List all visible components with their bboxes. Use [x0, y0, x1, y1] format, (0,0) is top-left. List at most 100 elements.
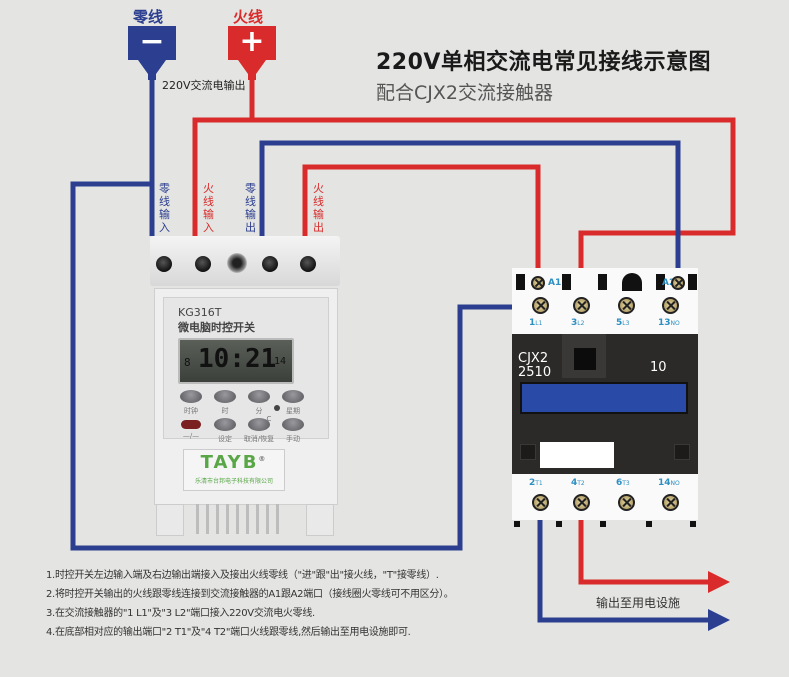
terminal-number: 3: [571, 318, 578, 328]
live-wire-to-timer-input: [192, 117, 252, 236]
contactor-tab: [516, 274, 525, 290]
contactor-model-name: CJX2: [518, 351, 549, 366]
brand-plate: TAYB® 乐清市台邦电子科技有限公司: [183, 449, 285, 491]
contactor-window: [574, 348, 596, 370]
switch-symbol-icon: —∕—: [182, 432, 200, 440]
vent-slot: [236, 504, 239, 534]
contactor-aux-code: 10: [650, 360, 667, 375]
contactor-mount-hole: [520, 444, 536, 460]
neutral-minus-icon: −: [128, 26, 176, 60]
timer-screw-terminal-4: [300, 256, 316, 272]
live-plus-icon: +: [228, 26, 276, 60]
contactor-tab: [646, 521, 652, 527]
manual-button[interactable]: [282, 418, 304, 431]
A1-terminal-screw-icon[interactable]: [531, 276, 545, 290]
NO14-terminal-label: 14NO: [658, 478, 680, 488]
lcd-time: 10:21: [198, 344, 277, 374]
contactor-tab: [598, 274, 607, 290]
timer-terminal-block: [150, 236, 340, 286]
timer-live-out-label: 火线输出: [313, 182, 324, 234]
L1-terminal-label: 1L1: [529, 318, 542, 328]
neutral-output-wire: [537, 505, 710, 623]
T1-terminal-screw-icon[interactable]: [532, 494, 549, 511]
timer-live-in-label: 火线输入: [203, 182, 214, 234]
A2-terminal-label: A2: [662, 278, 676, 288]
timer-name: 微电脑时控开关: [178, 321, 255, 334]
terminal-sub: T3: [622, 480, 630, 487]
company-name: 乐清市台邦电子科技有限公司: [194, 478, 273, 485]
minute-button[interactable]: [248, 390, 270, 403]
vent-slot: [266, 504, 269, 534]
instruction-note-3: 3.在交流接触器的"1 L1"及"3 L2"端口接入220V交流电火零线.: [46, 608, 315, 619]
terminal-number: 14: [658, 478, 671, 488]
set-button[interactable]: [214, 418, 236, 431]
output-to-equipment-label: 输出至用电设施: [596, 596, 681, 610]
week-button-label: 星期: [286, 407, 300, 415]
contactor-top-terminals: A1 A2 1L1 3L2 5L3 13NO: [512, 268, 698, 334]
clock-button[interactable]: [180, 390, 202, 403]
lcd-seconds: 14: [274, 356, 287, 367]
cancel-restore-button[interactable]: [248, 418, 270, 431]
contactor-tab: [562, 274, 571, 290]
diagram-subtitle: 配合CJX2交流接触器: [376, 82, 553, 104]
timer-vents: [194, 504, 284, 536]
contactor-rating: 2510: [518, 365, 552, 380]
neutral-wire-to-contactor-L1: [70, 181, 540, 551]
live-source-funnel: [238, 60, 266, 80]
timer-screw-terminal-1: [156, 256, 172, 272]
L1-terminal-screw-icon[interactable]: [532, 297, 549, 314]
minute-button-label: 分: [255, 407, 263, 415]
vent-slot: [196, 504, 199, 534]
L3-terminal-screw-icon[interactable]: [618, 297, 635, 314]
contactor-tab: [600, 521, 606, 527]
power-switch-indicator: [181, 420, 201, 429]
terminal-sub: L3: [622, 320, 630, 327]
terminal-sub: L2: [577, 320, 585, 327]
diagram-title: 220V单相交流电常见接线示意图: [376, 50, 711, 75]
neutral-wire-timer-out-to-A2: [259, 140, 681, 282]
A2-terminal-screw-icon[interactable]: [671, 276, 685, 290]
terminal-number: 5: [616, 318, 623, 328]
vent-slot: [246, 504, 249, 534]
hour-button[interactable]: [214, 390, 236, 403]
neutral-source-funnel: [138, 60, 166, 80]
contactor-blue-actuator: [520, 382, 688, 414]
A1-terminal-label: A1: [548, 278, 562, 288]
contactor-mount-hole: [674, 444, 690, 460]
contactor-tab: [514, 521, 520, 527]
NO14-terminal-screw-icon[interactable]: [662, 494, 679, 511]
T3-terminal-screw-icon[interactable]: [618, 494, 635, 511]
instruction-note-2: 2.将时控开关输出的火线跟零线连接到交流接触器的A1跟A2端口（接线圈火零线可不…: [46, 589, 454, 600]
contactor-bottom-tabs: [512, 521, 698, 527]
T3-terminal-label: 6T3: [616, 478, 630, 488]
L3-terminal-label: 5L3: [616, 318, 629, 328]
timer-lcd-display: 8 10:21 14: [178, 338, 294, 384]
contactor-tab: [556, 521, 562, 527]
live-output-arrowhead: [708, 571, 730, 593]
L2-terminal-label: 3L2: [571, 318, 584, 328]
NO13-terminal-screw-icon[interactable]: [662, 297, 679, 314]
timer-mount-foot-right: [306, 504, 334, 536]
week-button[interactable]: [282, 390, 304, 403]
terminal-number: 13: [658, 318, 671, 328]
timer-mount-foot-left: [156, 504, 184, 536]
ac-output-label: 220V交流电输出: [160, 77, 248, 93]
terminal-sub: NO: [670, 480, 680, 487]
lcd-day: 8: [184, 356, 191, 369]
status-led-icon: [274, 405, 280, 411]
neutral-output-arrowhead: [708, 609, 730, 631]
terminal-sub: T2: [577, 480, 585, 487]
T2-terminal-screw-icon[interactable]: [573, 494, 590, 511]
live-source-label: 火线: [233, 8, 264, 26]
timer-face-panel: KG316T 微电脑时控开关 8 10:21 14 时钟 时 分 星期 C —∕…: [163, 297, 329, 443]
timer-adjust-dial: [227, 253, 247, 273]
timer-neutral-in-label: 零线输入: [159, 182, 170, 234]
brand-name: TAYB: [200, 452, 259, 473]
terminal-number: 4: [571, 478, 578, 488]
live-wire-timer-out-to-A1: [302, 164, 541, 282]
contactor-tab: [690, 521, 696, 527]
manual-button-label: 手动: [286, 435, 300, 443]
L2-terminal-screw-icon[interactable]: [573, 297, 590, 314]
